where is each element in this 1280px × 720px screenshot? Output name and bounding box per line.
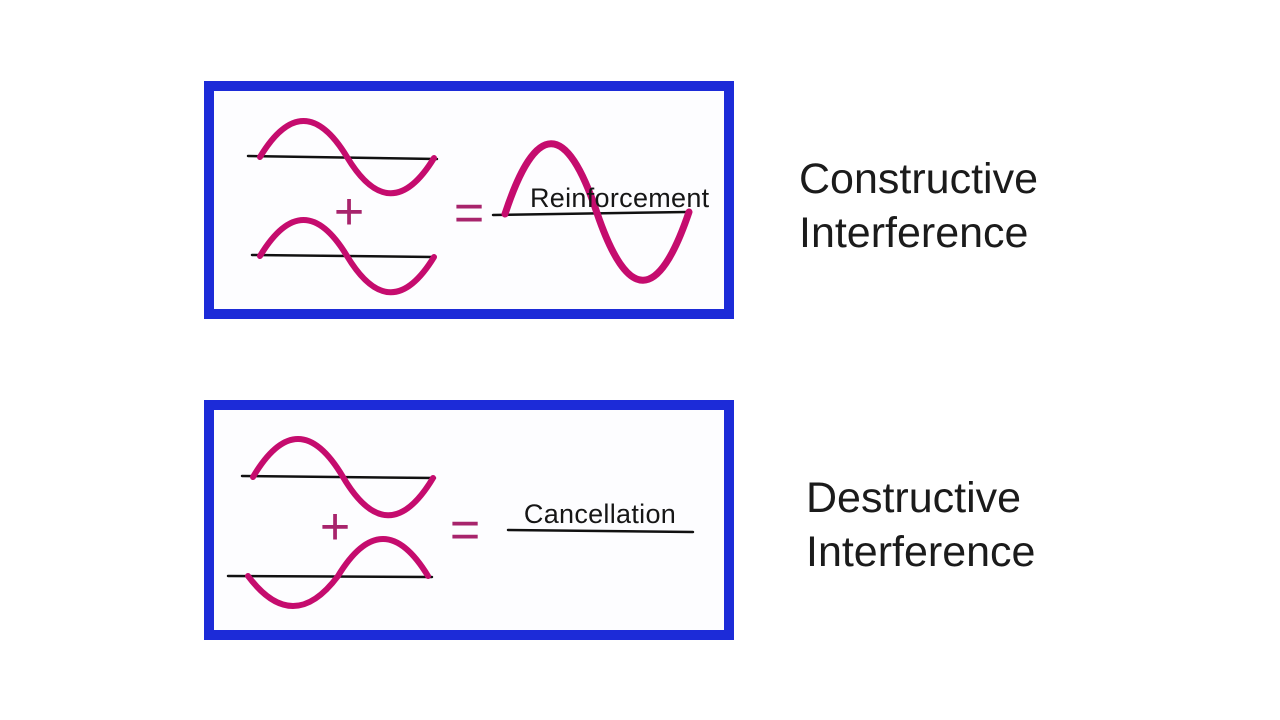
flat-result-line: [506, 528, 695, 534]
sine-wave-icon: [257, 217, 437, 296]
plus-operator: +: [320, 498, 350, 556]
wave-axis-line: [240, 474, 437, 480]
destructive-caption: Destructive Interference: [806, 471, 1035, 579]
input-wave-2-inverted: [226, 536, 434, 609]
wave-axis-line: [226, 574, 434, 579]
equals-operator: =: [454, 184, 484, 242]
equals-operator: =: [450, 501, 480, 559]
sine-wave-icon: [257, 118, 437, 197]
wave-axis-line: [491, 210, 689, 217]
sine-wave-large-icon: [501, 140, 693, 284]
input-wave-2: [250, 217, 437, 296]
constructive-wave-box: + = Reinforcement: [204, 81, 734, 319]
destructive-wave-box: + = Cancellation: [204, 400, 734, 640]
constructive-caption: Constructive Interference: [799, 152, 1038, 260]
caption-line-1: Constructive: [799, 155, 1038, 203]
input-wave-1: [246, 118, 439, 197]
wave-axis-line: [246, 154, 439, 161]
constructive-wave-canvas: + = Reinforcement: [246, 118, 710, 296]
sine-wave-icon: [250, 436, 436, 519]
result-label: Reinforcement: [530, 183, 710, 213]
plus-operator: +: [334, 183, 364, 241]
destructive-wave-canvas: + = Cancellation: [226, 436, 695, 609]
caption-line-2: Interference: [806, 528, 1036, 576]
inverted-sine-wave-icon: [245, 536, 431, 609]
result-label: Cancellation: [524, 499, 676, 529]
wave-axis-line: [250, 253, 435, 259]
input-wave-1: [240, 436, 437, 519]
caption-line-2: Interference: [799, 209, 1029, 257]
result-flat-line-cancellation: Cancellation: [506, 499, 695, 534]
result-wave-reinforcement: Reinforcement: [491, 140, 710, 284]
caption-line-1: Destructive: [806, 474, 1022, 522]
